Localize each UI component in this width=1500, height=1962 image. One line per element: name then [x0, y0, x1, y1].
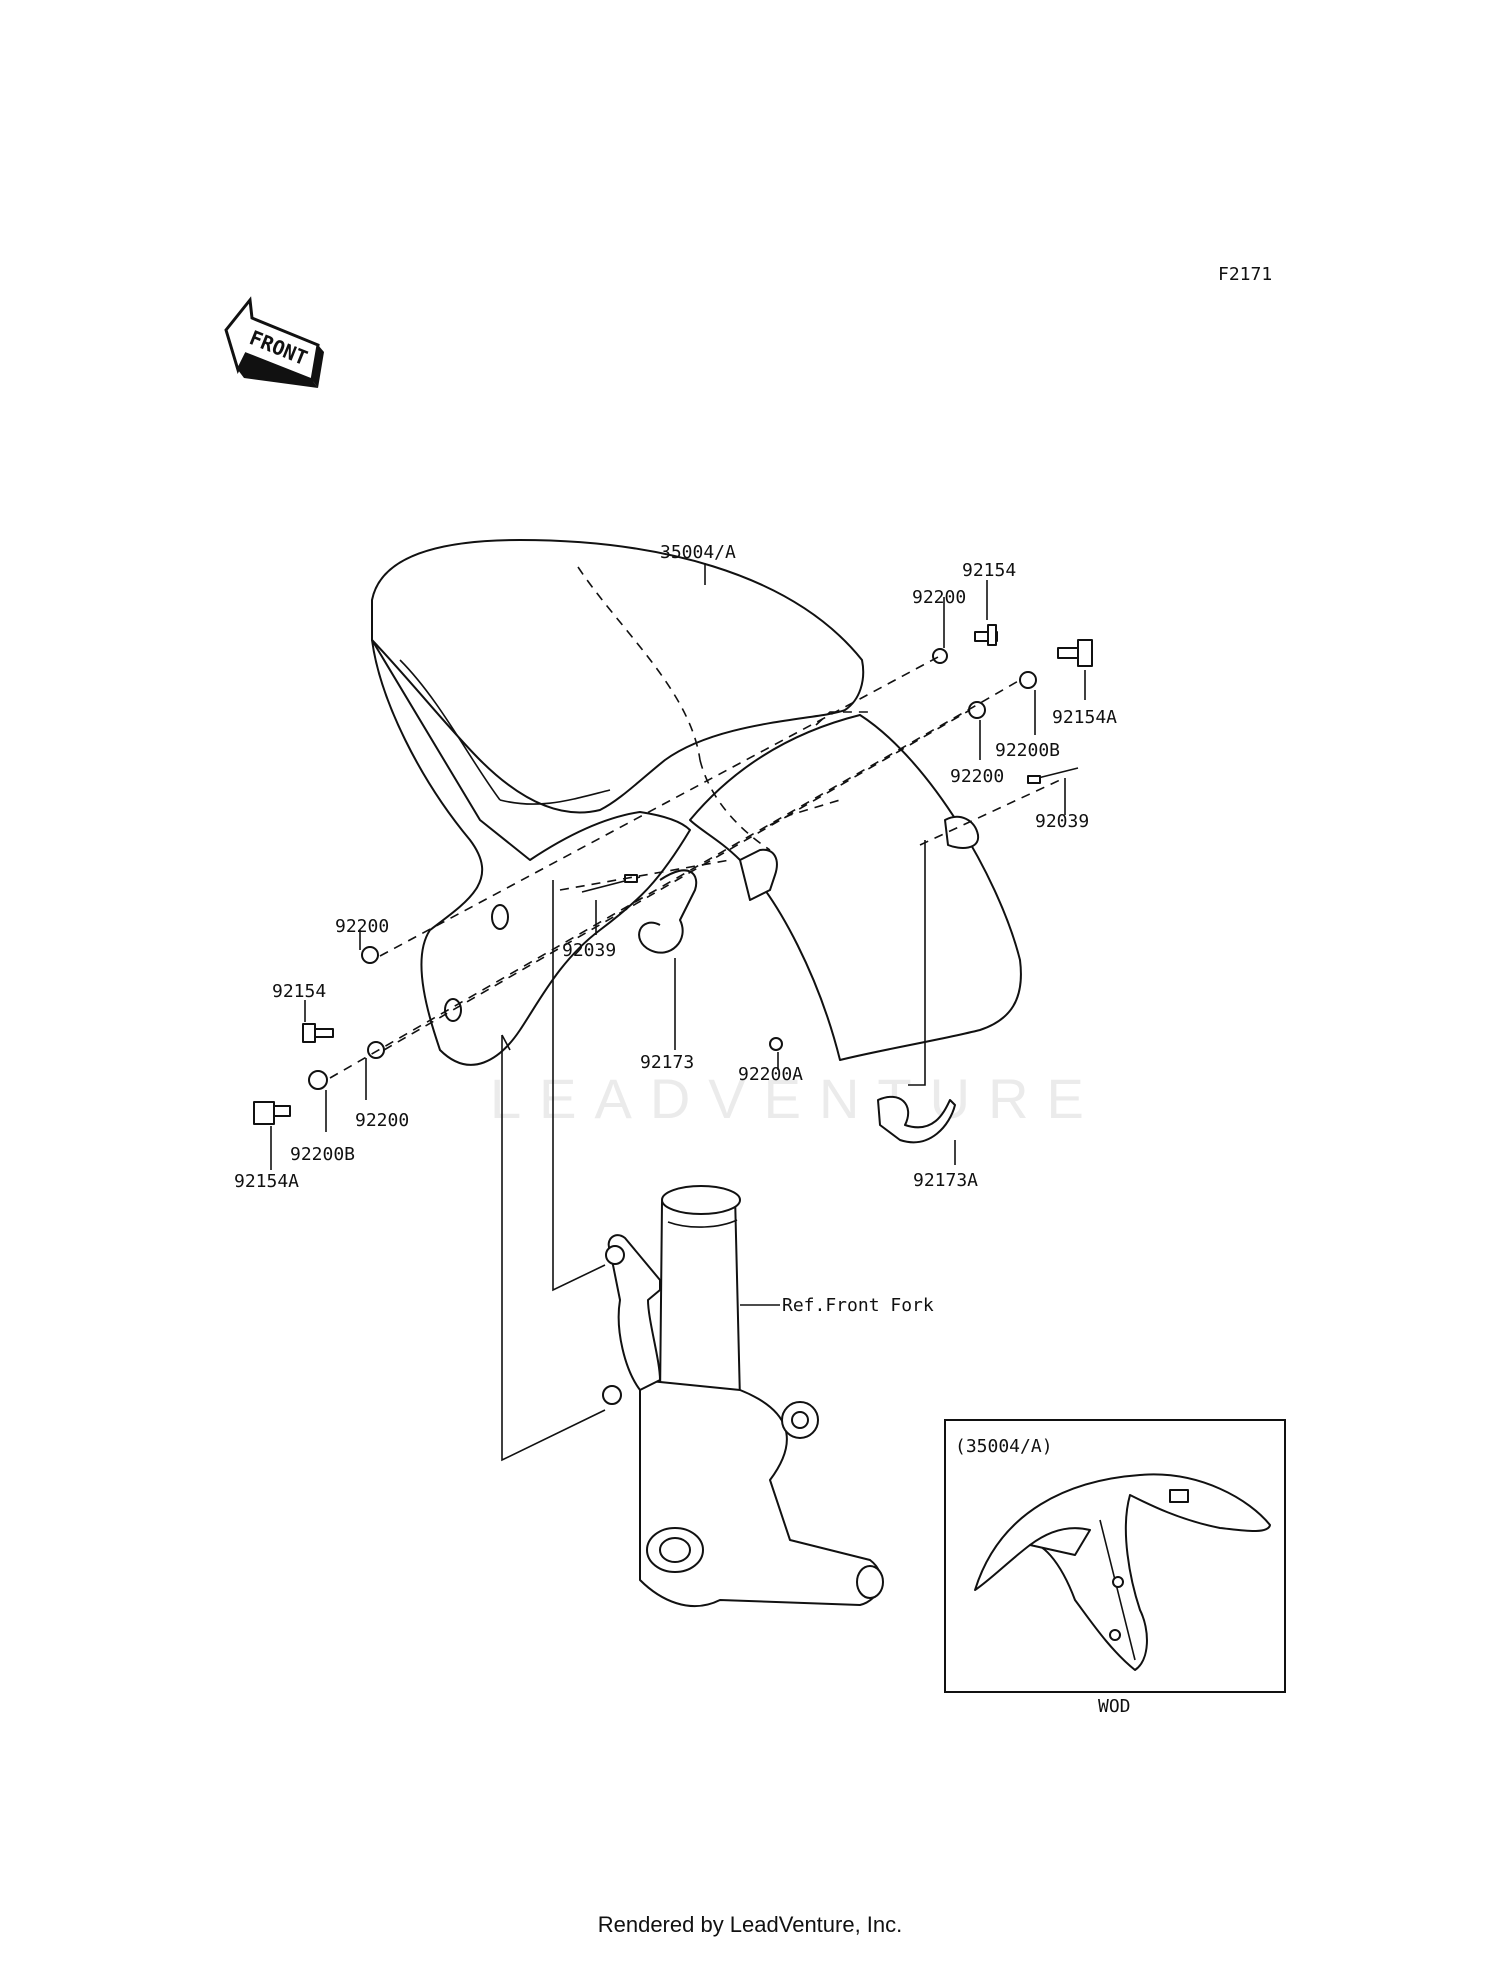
leader-lines	[270, 563, 1086, 1462]
callout-92200-left-upper: 92200	[335, 916, 389, 937]
callout-92173a: 92173A	[913, 1170, 978, 1191]
bolt-92154a-left	[253, 1101, 291, 1125]
washer-92200a	[769, 1037, 783, 1051]
watermark: LEADVENTURE	[490, 1067, 1102, 1130]
callout-92200-left-lower: 92200	[355, 1110, 409, 1131]
clamp-92173a	[877, 1095, 956, 1144]
bolt-92154a-right	[1057, 639, 1093, 667]
callout-92154-right: 92154	[962, 560, 1016, 581]
inset-title: (35004/A)	[955, 1436, 1053, 1457]
callout-92173: 92173	[640, 1052, 694, 1073]
inset-box: (35004/A) WOD	[944, 1419, 1286, 1717]
inset-caption: WOD	[1098, 1696, 1131, 1717]
callout-35004a: 35004/A	[660, 542, 736, 563]
ref-front-fork: Ref.Front Fork	[782, 1295, 934, 1316]
callout-92154a-right: 92154A	[1052, 707, 1117, 728]
callout-92200b-left: 92200B	[290, 1144, 355, 1165]
washers-right	[932, 648, 1037, 719]
bolt-92154-right	[974, 624, 998, 646]
callout-92039-right: 92039	[1035, 811, 1089, 832]
inset-fender	[974, 1473, 1271, 1671]
pin-92039-right	[1027, 767, 1079, 784]
front-fork	[602, 1185, 884, 1608]
callout-92200b-right: 92200B	[995, 740, 1060, 761]
bolt-92154-left	[302, 1023, 334, 1043]
footer-credit: Rendered by LeadVenture, Inc.	[597, 1912, 903, 1937]
callout-92200-right-lower: 92200	[950, 766, 1004, 787]
callout-92154-left: 92154	[272, 981, 326, 1002]
diagram-code: F2171	[1218, 264, 1272, 285]
callout-92200-upper: 92200	[912, 587, 966, 608]
front-fender	[371, 539, 1022, 1066]
callout-92200a: 92200A	[738, 1064, 803, 1085]
callout-92039-center: 92039	[562, 940, 616, 961]
callout-92154a-left: 92154A	[234, 1171, 299, 1192]
front-arrow-icon: FRONT	[224, 296, 324, 388]
